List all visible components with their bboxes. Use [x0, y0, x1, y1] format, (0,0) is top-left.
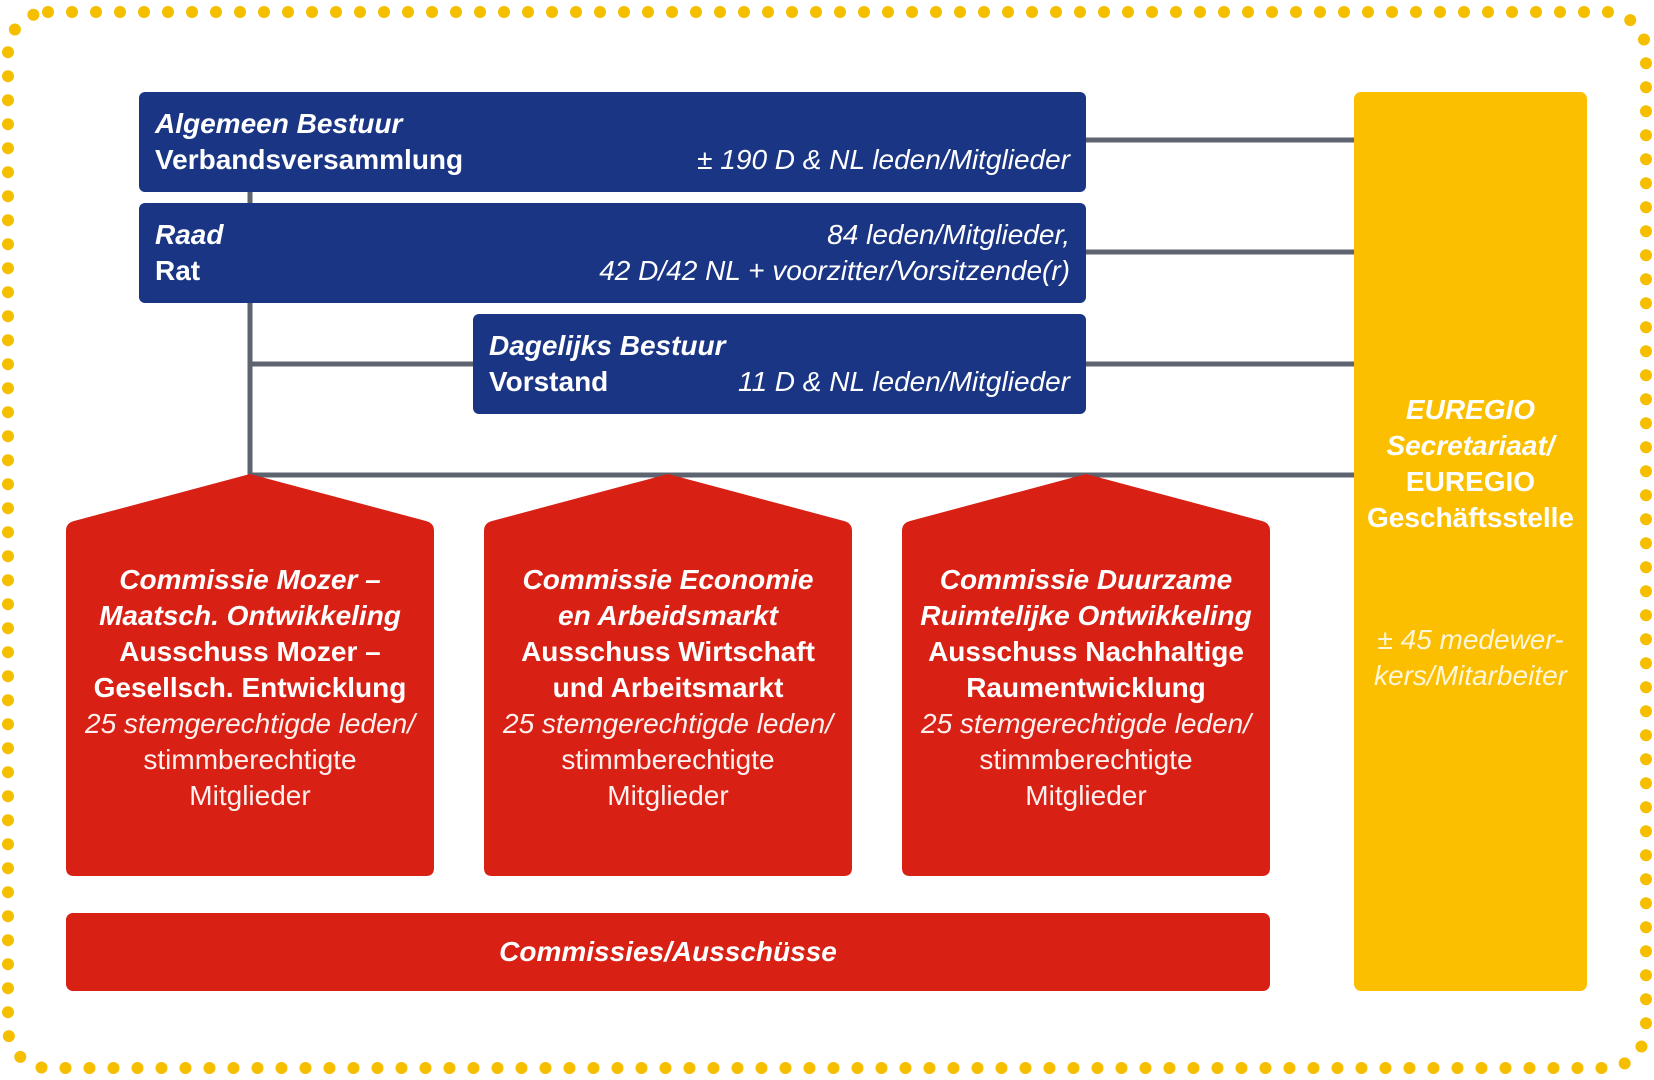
house-shape: [484, 474, 852, 876]
commission-title-de: Ausschuss Nachhaltige: [928, 636, 1244, 667]
commission-mozer: Commissie Mozer – Maatsch. Ontwikkeling …: [66, 474, 434, 876]
commission-members: Mitglieder: [189, 780, 311, 811]
secretariat-line2: Secretariaat/: [1386, 430, 1555, 461]
commissies-bar: Commissies/Ausschüsse: [66, 913, 1270, 991]
house-shape: [902, 474, 1270, 876]
raad-title-nl: Raad: [155, 219, 224, 250]
dagelijks-bestuur-title-de: Vorstand: [489, 366, 609, 397]
commission-members: 25 stemgerechtigde leden/: [85, 708, 415, 739]
raad-members-line2: 42 D/42 NL + voorzitter/Vorsitzende(r): [599, 255, 1070, 286]
commission-members: 25 stemgerechtigde leden/: [921, 708, 1251, 739]
algemeen-bestuur-title-de: Verbandsversammlung: [155, 144, 464, 175]
algemeen-bestuur-box: Algemeen Bestuur Verbandsversammlung ± 1…: [139, 92, 1086, 192]
secretariat-staff-line1: ± 45 medewer-: [1377, 624, 1564, 655]
commission-title-de: Raumentwicklung: [966, 672, 1206, 703]
secretariat-staff-line2: kers/Mitarbeiter: [1374, 660, 1567, 691]
house-shape: [66, 474, 434, 876]
commission-title-nl: Commissie Economie: [522, 564, 814, 595]
commission-title-de: und Arbeitsmarkt: [552, 672, 784, 703]
commission-economie: Commissie Economie en Arbeidsmarkt Aussc…: [484, 474, 852, 876]
commission-members: stimmberechtigte: [979, 744, 1193, 775]
algemeen-bestuur-members: ± 190 D & NL leden/Mitglieder: [697, 144, 1070, 175]
commission-members: Mitglieder: [1025, 780, 1147, 811]
commission-title-de: Ausschuss Wirtschaft: [521, 636, 815, 667]
commission-title-nl: en Arbeidsmarkt: [558, 600, 778, 631]
commission-title-nl: Maatsch. Ontwikkeling: [99, 600, 401, 631]
dotted-border: [2, 6, 1652, 1074]
secretariat-line1: EUREGIO: [1405, 394, 1536, 425]
commission-members: 25 stemgerechtigde leden/: [503, 708, 833, 739]
raad-box: Raad Rat 84 leden/Mitglieder, 42 D/42 NL…: [139, 203, 1086, 303]
commission-title-de: Gesellsch. Entwicklung: [93, 672, 407, 703]
dagelijks-bestuur-members: 11 D & NL leden/Mitglieder: [737, 366, 1070, 397]
dagelijks-bestuur-box: Dagelijks Bestuur Vorstand 11 D & NL led…: [473, 314, 1086, 414]
commission-duurzame: Commissie Duurzame Ruimtelijke Ontwikkel…: [902, 474, 1270, 876]
secretariat-box: EUREGIO Secretariaat/ EUREGIO Geschäftss…: [1354, 92, 1587, 991]
commission-title-nl: Commissie Duurzame: [939, 564, 1233, 595]
raad-title-de: Rat: [155, 255, 201, 286]
secretariat-line4: Geschäftsstelle: [1367, 502, 1574, 533]
commission-title-nl: Commissie Mozer –: [119, 564, 381, 595]
commission-title-nl: Ruimtelijke Ontwikkeling: [920, 600, 1252, 631]
commissies-bar-label: Commissies/Ausschüsse: [499, 936, 837, 967]
secretariat-line3: EUREGIO: [1405, 466, 1536, 497]
dagelijks-bestuur-title-nl: Dagelijks Bestuur: [489, 330, 726, 361]
commission-members: stimmberechtigte: [143, 744, 357, 775]
algemeen-bestuur-title-nl: Algemeen Bestuur: [155, 108, 403, 139]
raad-members-line1: 84 leden/Mitglieder,: [827, 219, 1070, 250]
commission-members: stimmberechtigte: [561, 744, 775, 775]
commission-members: Mitglieder: [607, 780, 729, 811]
commission-title-de: Ausschuss Mozer –: [119, 636, 381, 667]
